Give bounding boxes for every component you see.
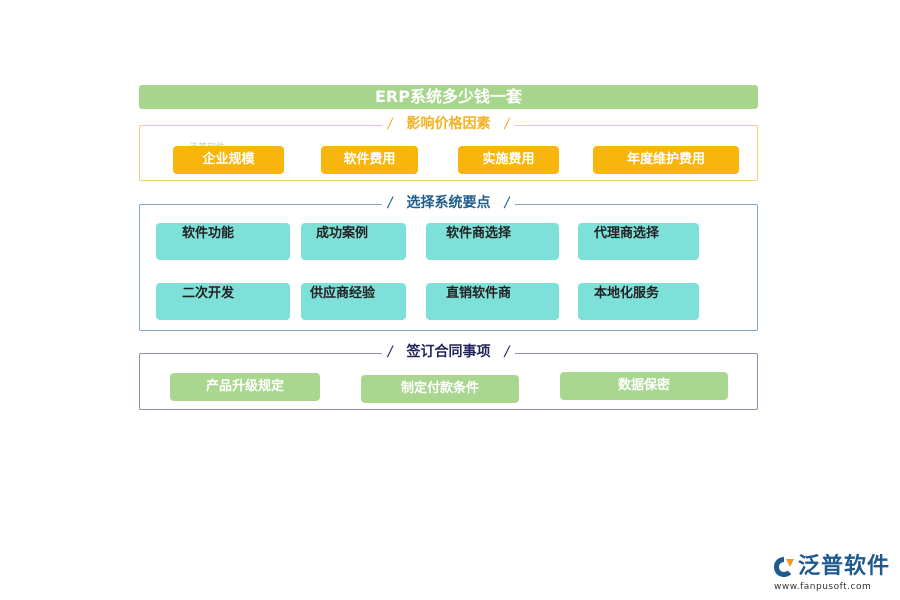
point-supplier-experience: 供应商经验 <box>301 283 406 320</box>
contract-matters-section: /签订合同事项/ <box>139 344 758 410</box>
point-direct-vendor: 直销软件商 <box>426 283 559 320</box>
contract-upgrade-rules: 产品升级规定 <box>170 373 320 401</box>
point-vendor-selection: 软件商选择 <box>426 223 559 260</box>
section-heading: /签订合同事项/ <box>140 342 757 362</box>
point-agent-selection: 代理商选择 <box>578 223 699 260</box>
selection-points-section: /选择系统要点/ <box>139 195 758 331</box>
factor-software-cost: 软件费用 <box>321 146 418 174</box>
diagram-title: ERP系统多少钱一套 <box>139 85 758 109</box>
contract-payment-terms: 制定付款条件 <box>361 375 519 403</box>
factor-enterprise-scale: 企业规模 <box>173 146 284 174</box>
section-heading: /影响价格因素/ <box>140 114 757 134</box>
brand-mark-icon <box>774 557 794 577</box>
point-local-service: 本地化服务 <box>578 283 699 320</box>
factor-annual-maintenance: 年度维护费用 <box>593 146 739 174</box>
slash-decoration: / <box>498 116 516 132</box>
slash-decoration: / <box>498 195 516 211</box>
price-factors-section: /影响价格因素/ <box>139 116 758 181</box>
slash-decoration: / <box>381 116 399 132</box>
contract-matters-title: 签订合同事项 <box>398 344 499 360</box>
brand-logo: 泛普软件 www.fanpusoft.com <box>772 553 892 597</box>
factor-implementation-cost: 实施费用 <box>458 146 559 174</box>
slash-decoration: / <box>381 195 399 211</box>
price-factors-title: 影响价格因素 <box>398 116 499 132</box>
slash-decoration: / <box>381 344 399 360</box>
point-success-cases: 成功案例 <box>301 223 406 260</box>
section-heading: /选择系统要点/ <box>140 193 757 213</box>
contract-data-confidentiality: 数据保密 <box>560 372 728 400</box>
point-secondary-development: 二次开发 <box>156 283 290 320</box>
slash-decoration: / <box>498 344 516 360</box>
brand-name: 泛普软件 <box>798 554 891 579</box>
point-software-function: 软件功能 <box>156 223 290 260</box>
brand-url: www.fanpusoft.com <box>774 582 872 592</box>
selection-points-title: 选择系统要点 <box>398 195 499 211</box>
